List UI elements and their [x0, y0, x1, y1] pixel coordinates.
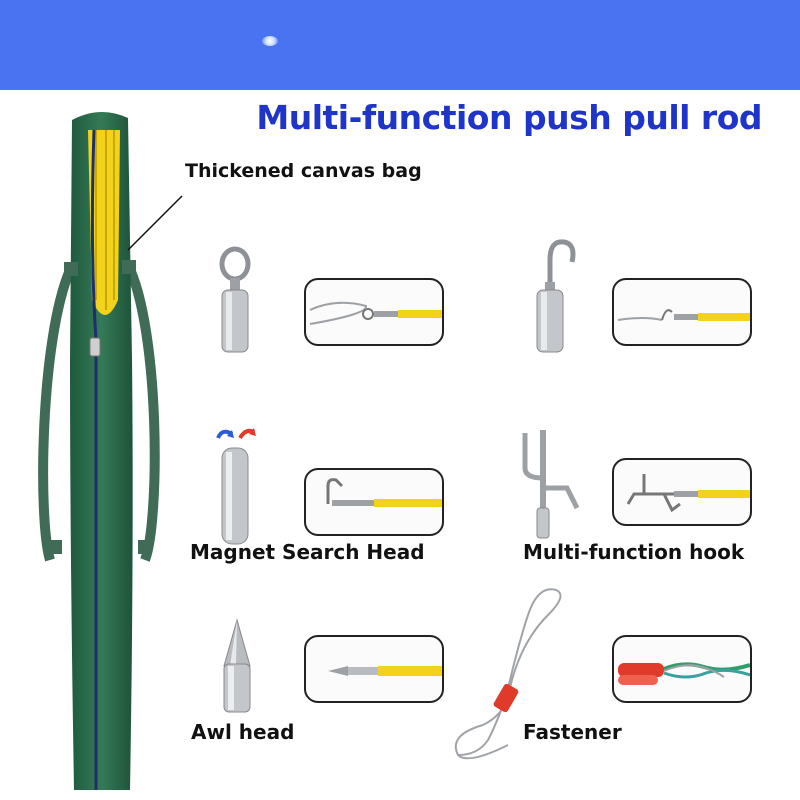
awl-detail-icon	[328, 666, 442, 676]
open-hook-detail-icon	[617, 309, 750, 321]
banner-glow	[262, 36, 278, 46]
open-hook-head-icon	[536, 239, 576, 353]
fastener-loop-icon	[454, 588, 562, 760]
multi-hook-detail-icon	[626, 474, 750, 513]
magnet-search-head-icon	[216, 428, 256, 545]
canvas-bag-icon	[38, 111, 160, 790]
detail-box-awl	[304, 635, 444, 703]
label-canvas-bag: Thickened canvas bag	[185, 160, 422, 182]
detail-box-open-hook	[612, 278, 752, 346]
label-fastener: Fastener	[523, 720, 622, 744]
label-magnet-search-head: Magnet Search Head	[190, 540, 425, 564]
magnet-detail-icon	[326, 478, 442, 507]
awl-head-icon	[223, 618, 251, 713]
bag-pointer-line	[127, 195, 183, 251]
detail-box-multi-hook	[612, 458, 752, 526]
label-awl-head: Awl head	[191, 720, 295, 744]
fastener-detail-icon	[618, 662, 750, 685]
detail-box-fastener	[612, 635, 752, 703]
eye-hook-detail-icon	[309, 301, 442, 325]
detail-box-eye-hook	[304, 278, 444, 346]
eye-hook-head-icon	[219, 246, 251, 353]
detail-box-magnet	[304, 468, 444, 536]
page-title: Multi-function push pull rod	[256, 98, 762, 137]
label-multi-function-hook: Multi-function hook	[523, 540, 745, 564]
multi-function-hook-head-icon	[522, 430, 580, 539]
top-banner	[0, 0, 800, 90]
